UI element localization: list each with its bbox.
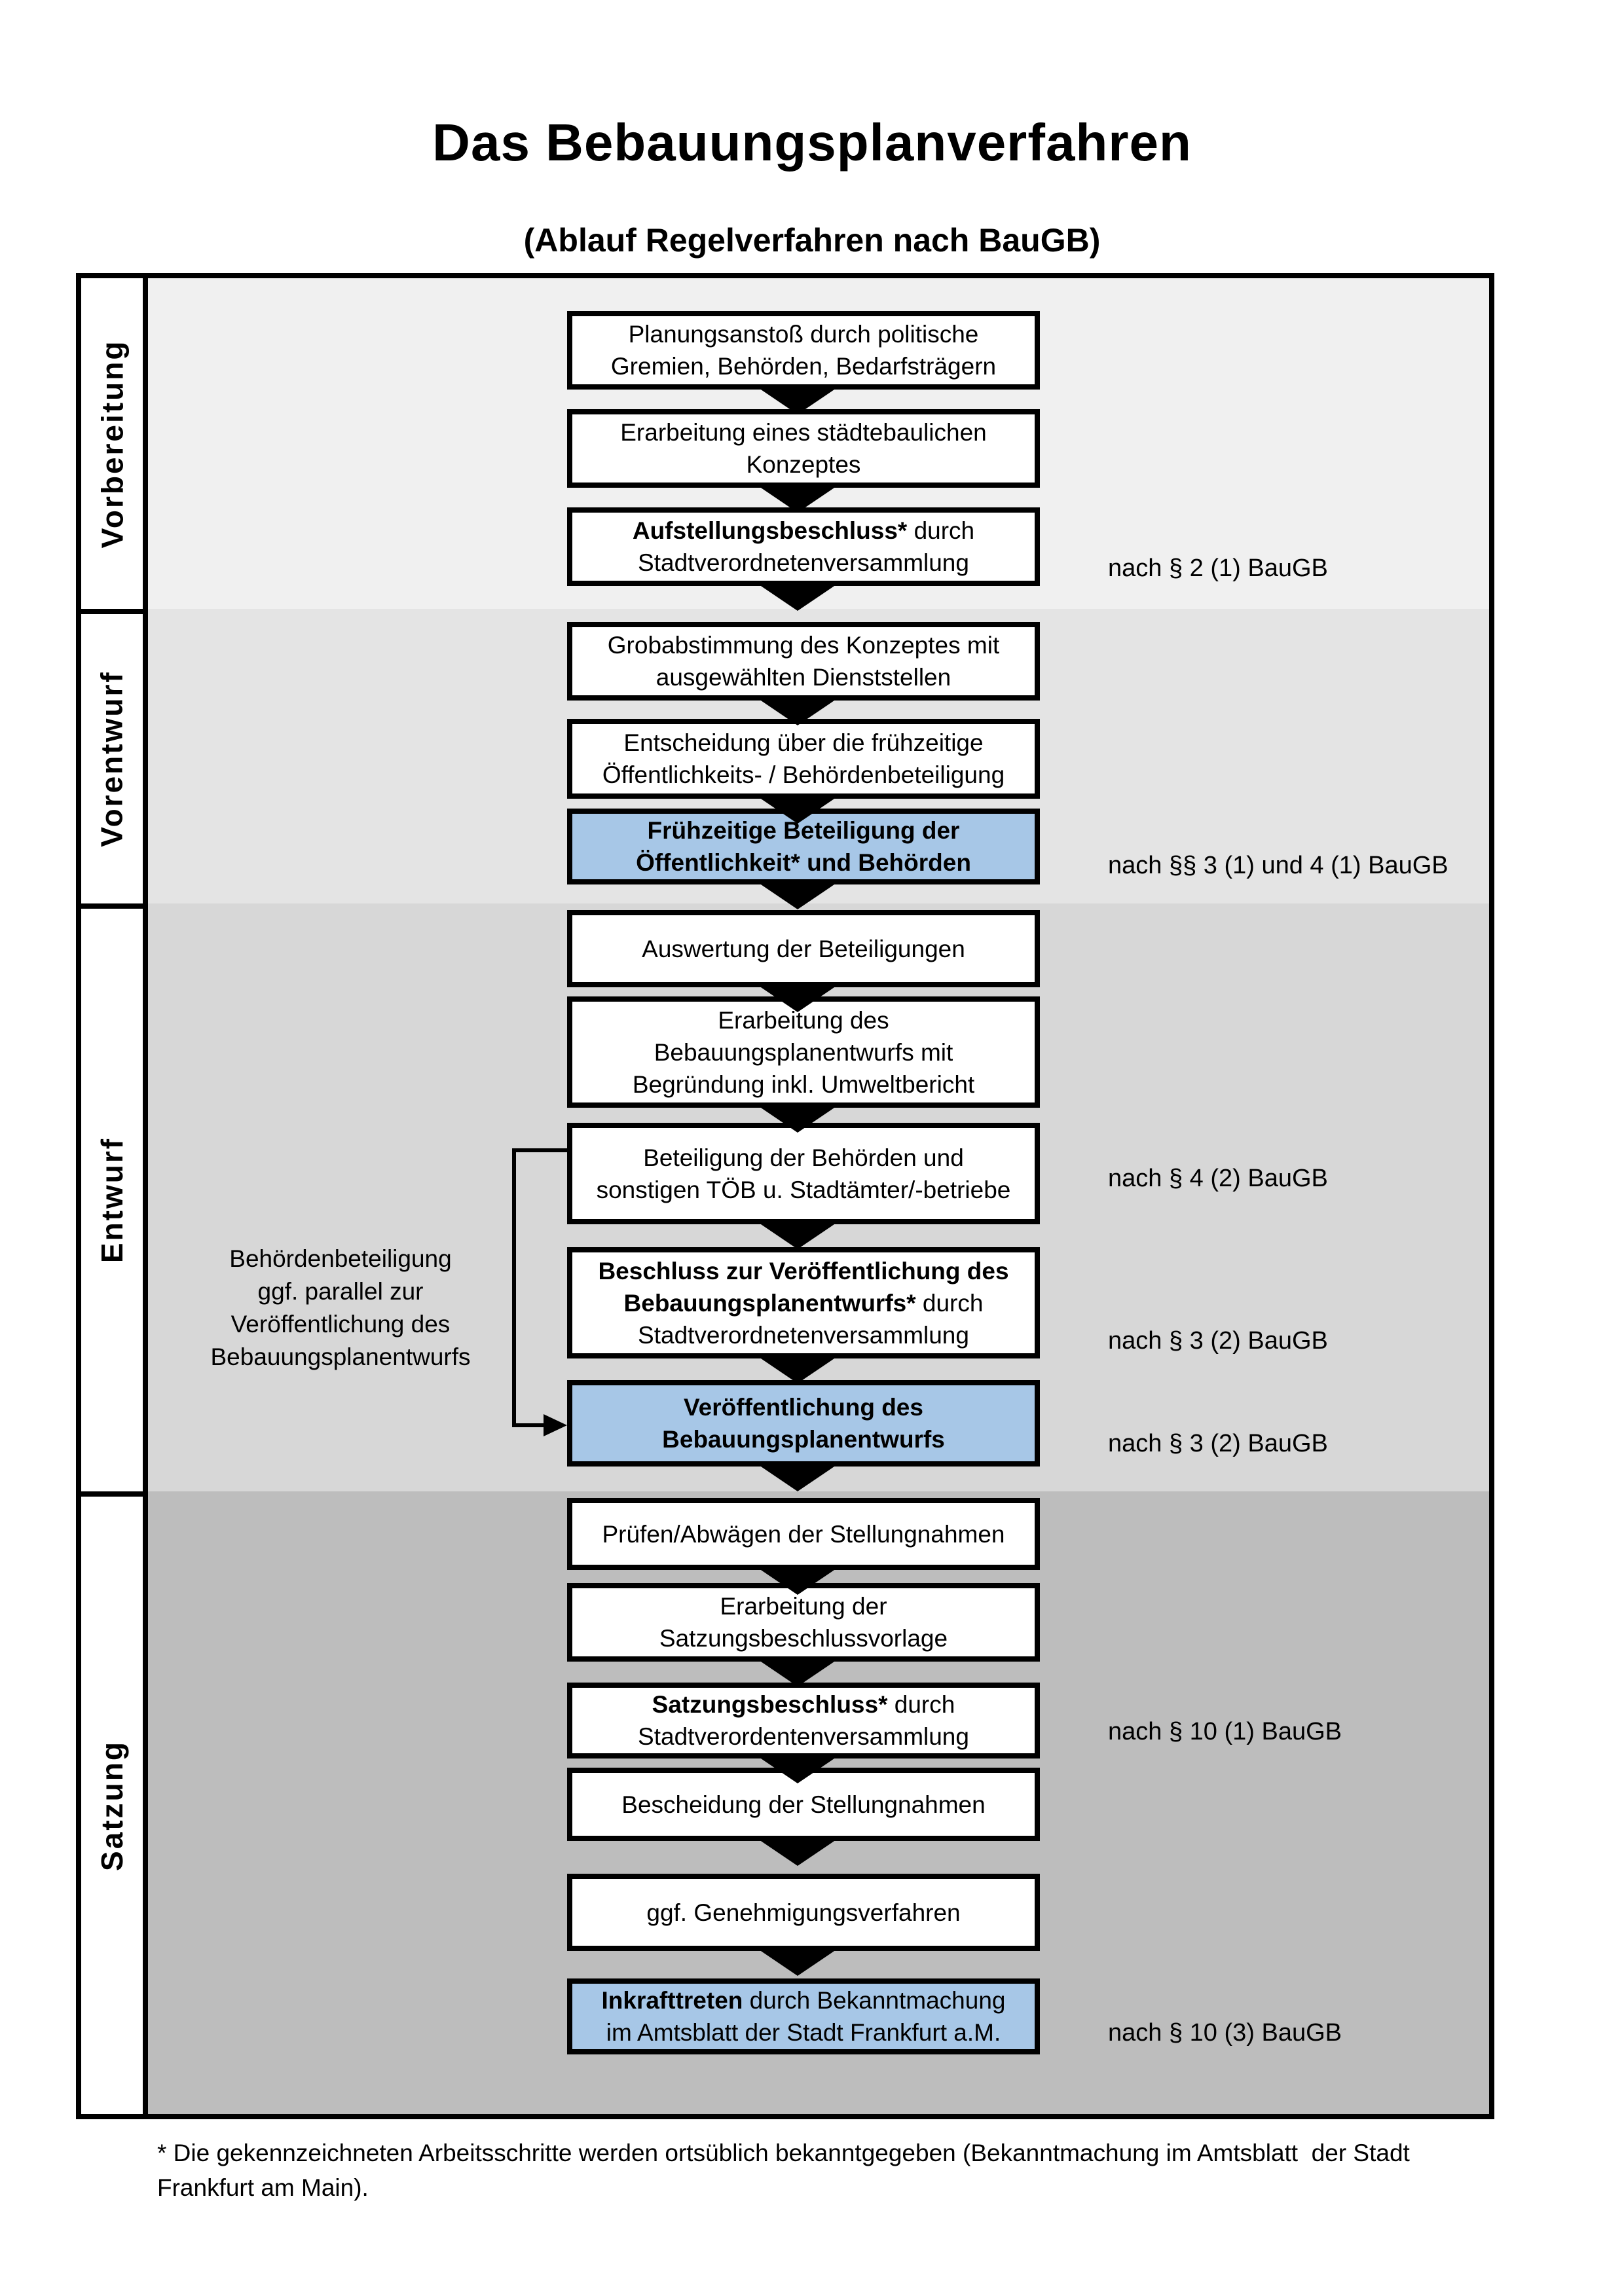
down-arrow-icon: [757, 698, 838, 725]
flow-box-line: Beschluss zur Veröffentlichung des: [598, 1257, 1009, 1285]
flow-box-line: Beteiligung der Behörden und: [643, 1144, 964, 1171]
flow-box-line: Stadtverordentenversammlung: [638, 1723, 969, 1750]
flow-box-line: Stadtverordnetenversammlung: [638, 549, 969, 576]
down-arrow-icon: [757, 1567, 838, 1595]
down-arrow-icon: [757, 796, 838, 824]
legal-note-fruehzeitige-beteiligung: nach §§ 3 (1) und 4 (1) BauGB: [1108, 852, 1449, 879]
flow-box-line: Konzeptes: [746, 451, 861, 478]
phase-cell-vorbereitung: Vorbereitung: [81, 278, 143, 609]
flow-box-line: Öffentlichkeits- / Behördenbeteiligung: [602, 761, 1005, 788]
down-arrow-icon: [757, 1659, 838, 1686]
legal-note-veroeffentlichungsbeschluss: nach § 3 (2) BauGB: [1108, 1327, 1328, 1355]
flow-box-line: Satzungsbeschluss* durch: [652, 1691, 955, 1718]
phase-divider: [81, 609, 148, 614]
flow-box-line: Gremien, Behörden, Bedarfsträgern: [610, 353, 997, 380]
flow-step-genehmigungsverfahren: ggf. Genehmigungsverfahren: [567, 1874, 1040, 1951]
parallel-branch-stub: [512, 1148, 567, 1152]
flow-box-line: Stadtverordnetenversammlung: [638, 1321, 969, 1349]
flow-box-line: Entscheidung über die frühzeitige: [623, 729, 984, 756]
down-arrow-icon: [757, 387, 838, 414]
down-arrow-icon: [757, 985, 838, 1012]
flow-box-line: Inkrafttreten durch Bekanntmachung: [601, 1987, 1006, 2014]
flow-box-line: ggf. Genehmigungsverfahren: [646, 1899, 961, 1926]
down-arrow-icon: [757, 882, 838, 909]
side-annotation-line: Veröffentlichung des: [231, 1311, 451, 1338]
flow-box-line: Grobabstimmung des Konzeptes mit: [607, 632, 1000, 659]
down-arrow-icon: [757, 1464, 838, 1491]
legal-note-satzungsbeschluss: nach § 10 (1) BauGB: [1108, 1718, 1342, 1745]
side-annotation: Behördenbeteiligung ggf. parallel zur Ve…: [177, 1243, 504, 1374]
page-title: Das Bebauungsplanverfahren: [432, 113, 1192, 172]
flow-step-inkrafttreten: Inkrafttreten durch Bekanntmachung im Amt…: [567, 1978, 1040, 2054]
phase-divider: [81, 1491, 148, 1497]
side-annotation-line: Bebauungsplanentwurfs: [210, 1343, 471, 1370]
phase-divider: [81, 903, 148, 909]
flow-step-pruefen-abwaegen: Prüfen/Abwägen der Stellungnahmen: [567, 1498, 1040, 1570]
footnote-line2: Frankfurt am Main).: [157, 2174, 369, 2201]
down-arrow-icon: [757, 1756, 838, 1783]
phase-label-entwurf: Entwurf: [95, 1137, 130, 1264]
footnote-line1: * Die gekennzeichneten Arbeitsschritte w…: [157, 2140, 1410, 2166]
flow-box-line: sonstigen TÖB u. Stadtämter/-betriebe: [596, 1176, 1011, 1203]
flow-box-line: Bebauungsplanentwurfs mit: [654, 1038, 953, 1066]
footnote: * Die gekennzeichneten Arbeitsschritte w…: [157, 2136, 1410, 2205]
right-arrow-icon: [544, 1414, 567, 1436]
legal-note-veroeffentlichung: nach § 3 (2) BauGB: [1108, 1430, 1328, 1457]
parallel-branch-line: [512, 1148, 516, 1427]
flow-box-line: Öffentlichkeit* und Behörden: [636, 849, 971, 876]
down-arrow-icon: [757, 1222, 838, 1249]
flow-box-line: Erarbeitung der: [720, 1593, 887, 1620]
flow-box-line: Planungsanstoß durch politische: [628, 321, 979, 348]
down-arrow-icon: [757, 583, 838, 611]
flow-box-line: Veröffentlichung des: [684, 1394, 923, 1421]
flow-box-line: ausgewählten Dienststellen: [655, 664, 951, 691]
phase-cell-vorentwurf: Vorentwurf: [81, 614, 143, 903]
flow-box-line: Bescheidung der Stellungnahmen: [621, 1791, 986, 1818]
phase-cell-satzung: Satzung: [81, 1497, 143, 2114]
flow-step-behoerdenbeteiligung: Beteiligung der Behörden und sonstigen TÖ…: [567, 1123, 1040, 1224]
phase-cell-entwurf: Entwurf: [81, 909, 143, 1491]
side-annotation-line: Behördenbeteiligung: [229, 1245, 452, 1272]
flow-step-grobabstimmung: Grobabstimmung des Konzeptes mit ausgewäh…: [567, 622, 1040, 701]
legal-note-behoerdenbeteiligung: nach § 4 (2) BauGB: [1108, 1165, 1328, 1192]
flowchart-frame: Vorbereitung Vorentwurf Entwurf Satzung …: [76, 273, 1494, 2119]
side-annotation-line: ggf. parallel zur: [257, 1278, 424, 1305]
parallel-branch-arrow-line: [512, 1423, 546, 1427]
flow-step-auswertung: Auswertung der Beteiligungen: [567, 910, 1040, 987]
flow-box-line: Satzungsbeschlussvorlage: [659, 1625, 948, 1652]
flow-box-line: im Amtsblatt der Stadt Frankfurt a.M.: [606, 2019, 1001, 2046]
down-arrow-icon: [757, 1105, 838, 1133]
flow-box-line: Bebauungsplanentwurfs* durch: [623, 1289, 984, 1317]
page-subtitle: (Ablauf Regelverfahren nach BauGB): [523, 222, 1101, 259]
flow-box-line: Erarbeitung eines städtebaulichen: [620, 419, 987, 446]
legal-note-aufstellungsbeschluss: nach § 2 (1) BauGB: [1108, 555, 1328, 582]
phase-label-vorentwurf: Vorentwurf: [95, 670, 129, 847]
flow-box-line: Prüfen/Abwägen der Stellungnahmen: [602, 1520, 1005, 1548]
flow-box-line: Begründung inkl. Umweltbericht: [632, 1070, 975, 1098]
down-arrow-icon: [757, 1838, 838, 1866]
down-arrow-icon: [757, 1356, 838, 1383]
phase-label-vorbereitung: Vorbereitung: [95, 339, 130, 548]
legal-note-inkrafttreten: nach § 10 (3) BauGB: [1108, 2019, 1342, 2047]
flow-box-line: Auswertung der Beteiligungen: [642, 935, 965, 962]
flow-box-line: Aufstellungsbeschluss* durch: [632, 517, 975, 544]
phase-label-satzung: Satzung: [95, 1740, 130, 1871]
phase-sidebar: [81, 278, 148, 2114]
down-arrow-icon: [757, 485, 838, 513]
flow-box-line: Bebauungsplanentwurfs: [662, 1426, 945, 1453]
down-arrow-icon: [757, 1948, 838, 1976]
